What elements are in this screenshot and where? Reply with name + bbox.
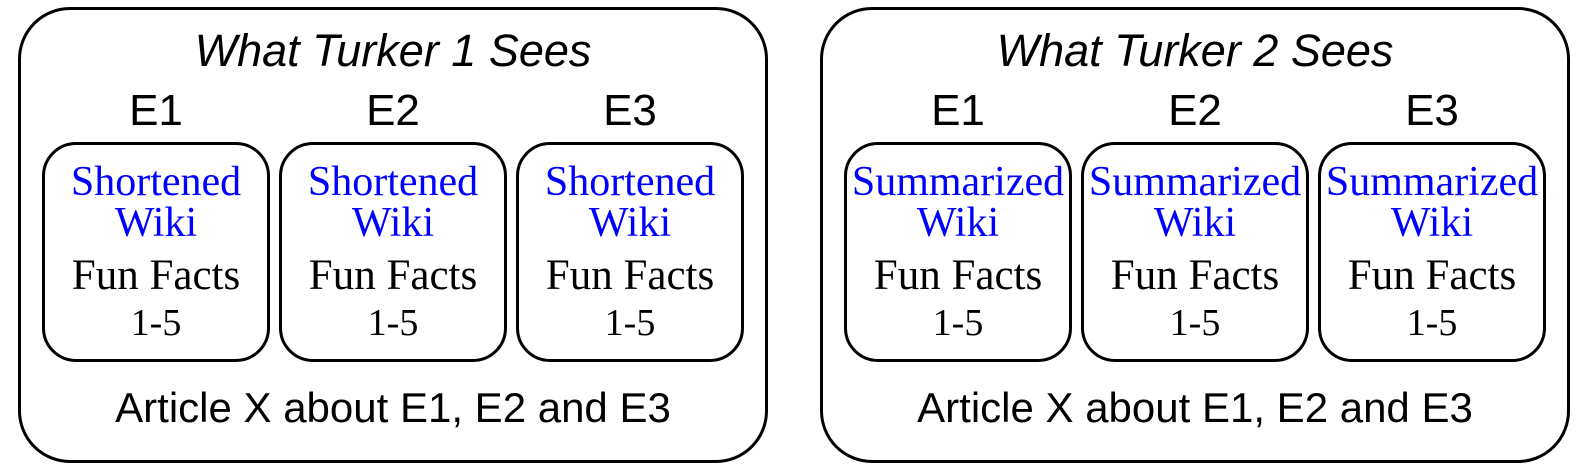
facts-range-label: 1-5 [367, 301, 419, 344]
wiki-box-row: Shortened Wiki Fun Facts 1-5 Shortened W… [21, 141, 765, 362]
article-footer: Article X about E1, E2 and E3 [115, 383, 671, 431]
turker-figure: What Turker 1 Sees E1 E2 E3 Shortened Wi… [18, 7, 1570, 463]
entity-label-e2: E2 [366, 85, 420, 135]
wiki-source-label: Shortened Wiki [307, 158, 479, 246]
panel-title: What Turker 1 Sees [194, 25, 592, 76]
wiki-box-e1: Summarized Wiki Fun Facts 1-5 [844, 141, 1072, 362]
entity-label-row: E1 E2 E3 [823, 85, 1567, 135]
wiki-box-e3: Summarized Wiki Fun Facts 1-5 [1318, 141, 1546, 362]
fun-facts-label: Fun Facts [1347, 251, 1517, 299]
facts-range-label: 1-5 [130, 301, 182, 344]
fun-facts-label: Fun Facts [545, 251, 715, 299]
wiki-source-label: Shortened Wiki [544, 158, 716, 246]
facts-range-label: 1-5 [1169, 301, 1221, 344]
wiki-source-label: Summarized Wiki [1088, 158, 1302, 246]
entity-label-e3: E3 [1405, 85, 1459, 135]
fun-facts-label: Fun Facts [308, 251, 478, 299]
fun-facts-label: Fun Facts [873, 251, 1043, 299]
facts-range-label: 1-5 [932, 301, 984, 344]
wiki-box-row: Summarized Wiki Fun Facts 1-5 Summarized… [823, 141, 1567, 362]
entity-label-e1: E1 [129, 85, 183, 135]
article-footer: Article X about E1, E2 and E3 [917, 383, 1473, 431]
entity-label-e3: E3 [603, 85, 657, 135]
fun-facts-label: Fun Facts [71, 251, 241, 299]
wiki-box-e1: Shortened Wiki Fun Facts 1-5 [42, 141, 270, 362]
wiki-box-e3: Shortened Wiki Fun Facts 1-5 [516, 141, 744, 362]
entity-label-row: E1 E2 E3 [21, 85, 765, 135]
facts-range-label: 1-5 [604, 301, 656, 344]
wiki-source-label: Summarized Wiki [851, 158, 1065, 246]
facts-range-label: 1-5 [1406, 301, 1458, 344]
panel-title: What Turker 2 Sees [996, 25, 1394, 76]
wiki-box-e2: Shortened Wiki Fun Facts 1-5 [279, 141, 507, 362]
entity-label-e1: E1 [931, 85, 985, 135]
wiki-source-label: Summarized Wiki [1325, 158, 1539, 246]
wiki-source-label: Shortened Wiki [70, 158, 242, 246]
fun-facts-label: Fun Facts [1110, 251, 1280, 299]
turker-1-panel: What Turker 1 Sees E1 E2 E3 Shortened Wi… [18, 7, 768, 463]
entity-label-e2: E2 [1168, 85, 1222, 135]
wiki-box-e2: Summarized Wiki Fun Facts 1-5 [1081, 141, 1309, 362]
turker-2-panel: What Turker 2 Sees E1 E2 E3 Summarized W… [820, 7, 1570, 463]
